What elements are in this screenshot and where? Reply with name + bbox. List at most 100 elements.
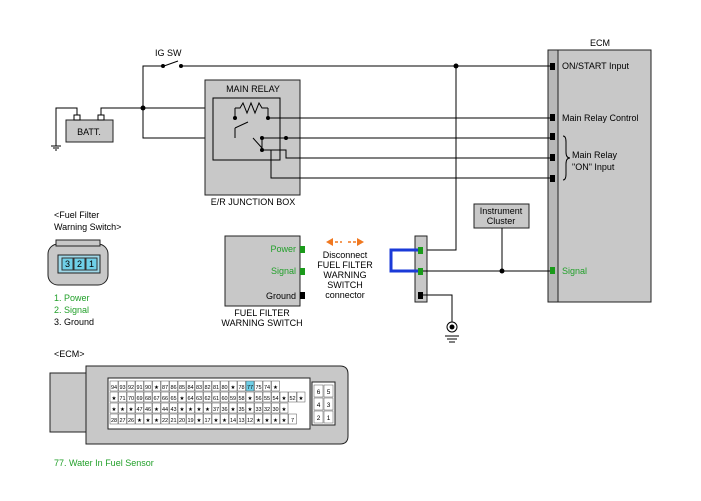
- ecm-pin-label: ★: [248, 395, 253, 402]
- ecm-pin-label: ★: [112, 406, 117, 413]
- ecm-pin-label: ★: [273, 417, 278, 424]
- ecm-pin-cell: [271, 391, 280, 403]
- ecm-pin-label: 55: [264, 396, 270, 402]
- ecm-pin-label: ★: [256, 417, 261, 424]
- ecm-pin-cell: [211, 402, 221, 414]
- ecm-pin-cell: [152, 391, 161, 403]
- ffws-box: [224, 235, 301, 307]
- ecm-pin-cell: [262, 380, 272, 392]
- ecm-pin-label: 94: [111, 385, 117, 391]
- ecm-pin-cell: [152, 402, 161, 414]
- main-relay-label: MAIN RELAY: [226, 84, 280, 94]
- ecm-on-start-label: ON/START Input: [562, 61, 630, 71]
- ecm-pin-main-relay-control: [550, 114, 555, 121]
- harness-pin-signal: [418, 268, 423, 275]
- ecm-pin-label: 46: [145, 407, 151, 413]
- ecm-side-pin-label: 3: [327, 402, 331, 409]
- ecm-note: 77. Water In Fuel Sensor: [54, 458, 154, 468]
- ecm-pin-label: 61: [213, 396, 219, 402]
- ecm-pin-label: 7: [291, 418, 294, 424]
- ecm-pin-label: 12: [247, 418, 253, 424]
- ecm-pin-label: 28: [111, 418, 117, 424]
- ecm-pin-label: ★: [231, 384, 236, 391]
- ecm-pin-label: 65: [170, 396, 176, 402]
- ecm-pin-cell: [271, 413, 280, 425]
- ecm-pin-cell: [143, 402, 153, 414]
- disconnect-line-5: connector: [325, 290, 365, 300]
- ecm-pin-cell: [228, 391, 238, 403]
- ecm-pin-label: 82: [204, 385, 210, 391]
- ecm-pin-label: 17: [204, 418, 210, 424]
- ecm-side-pin-label: 4: [317, 402, 321, 409]
- ffws-connector-pin-3: 3: [65, 259, 70, 269]
- ecm-pin-label: 22: [162, 418, 168, 424]
- ecm-side-pin-cell: [323, 410, 334, 424]
- ecm-pin-label: 92: [128, 385, 134, 391]
- ecm-pin-label: 71: [119, 396, 125, 402]
- ffws-pin-signal: [300, 268, 305, 275]
- ig-sw-label: IG SW: [155, 48, 182, 58]
- ecm-pin-cell: [254, 391, 263, 403]
- ecm-pin-label: 68: [145, 396, 151, 402]
- ecm-pin-cell: [203, 413, 212, 425]
- ffws-power-label: Power: [270, 244, 296, 254]
- ecm-pin-label: 64: [187, 396, 193, 402]
- ecm-pin-cell: [194, 402, 204, 414]
- ffws-pin-ground: [300, 292, 305, 299]
- ecm-pin-cell: [118, 391, 127, 403]
- ecm-pin-label: 33: [255, 407, 261, 413]
- ecm-pin-cell: [177, 402, 187, 414]
- ecm-pin-cell: [203, 391, 212, 403]
- ecm-pin-label: ★: [146, 417, 151, 424]
- ecm-pin-cell: [126, 380, 136, 392]
- legend-signal: 2. Signal: [54, 305, 89, 315]
- ecm-pin-cell: [245, 391, 255, 403]
- ecm-pin-cell: [262, 402, 272, 414]
- ecm-pin-label: 14: [230, 418, 236, 424]
- ecm-pin-label: 62: [204, 396, 210, 402]
- ffws-connector-title-2: Warning Switch>: [54, 222, 121, 232]
- main-relay-box: [212, 97, 281, 161]
- ecm-pin-cell: [237, 413, 246, 425]
- ecm-pin-label: ★: [137, 417, 142, 424]
- ecm-pin-cell: [186, 402, 195, 414]
- ecm-pin-label: 30: [272, 407, 278, 413]
- batt-to-relay-wire: [142, 108, 216, 139]
- ecm-pin-cell: [135, 413, 144, 425]
- ecm-pin-cell: [160, 402, 170, 414]
- ecm-pin-label: 78: [238, 385, 244, 391]
- ecm-pin-cell: [160, 380, 170, 392]
- ffws-connector-pin-2: 2: [77, 259, 82, 269]
- ecm-pin-label: ★: [273, 384, 278, 391]
- ecm-pin-label: ★: [197, 417, 202, 424]
- ecm-pin-cell: [109, 380, 119, 392]
- ecm-pin-cell: [279, 413, 289, 425]
- ecm-pin-cell: [177, 391, 187, 403]
- ecm-pin-cell: [211, 380, 221, 392]
- ecm-pin-label: ★: [154, 406, 159, 413]
- ecm-pin-cell: [262, 391, 272, 403]
- relay-coil: [235, 101, 268, 115]
- ffws-connector-title-1: <Fuel Filter: [54, 210, 99, 220]
- ecm-pin-label: 54: [272, 396, 278, 402]
- ecm-pin-cell: [220, 380, 229, 392]
- relay-on-dot-1: [284, 136, 288, 140]
- ecm-side-pin-cell: [313, 384, 324, 398]
- ecm-pin-label: 66: [162, 396, 168, 402]
- ecm-pin-label: ★: [197, 406, 202, 413]
- ecm-pin-label: ★: [188, 406, 193, 413]
- ecm-pin-cell: [169, 380, 178, 392]
- ecm-pin-cell: [203, 380, 212, 392]
- main-relay-on-brace: [562, 135, 571, 181]
- ecm-pin-cell: [186, 413, 195, 425]
- ecm-pin-label: ★: [231, 406, 236, 413]
- ecm-pin-cell: [271, 380, 280, 392]
- ecm-side-pin-cell: [313, 397, 324, 411]
- ecm-pin-label: ★: [205, 406, 210, 413]
- ecm-pin-label: 37: [213, 407, 219, 413]
- ecm-pin-cell: [194, 391, 204, 403]
- ecm-pin-label: 26: [128, 418, 134, 424]
- ecm-pin-label: 69: [136, 396, 142, 402]
- ecm-side-pin-label: 1: [327, 415, 331, 422]
